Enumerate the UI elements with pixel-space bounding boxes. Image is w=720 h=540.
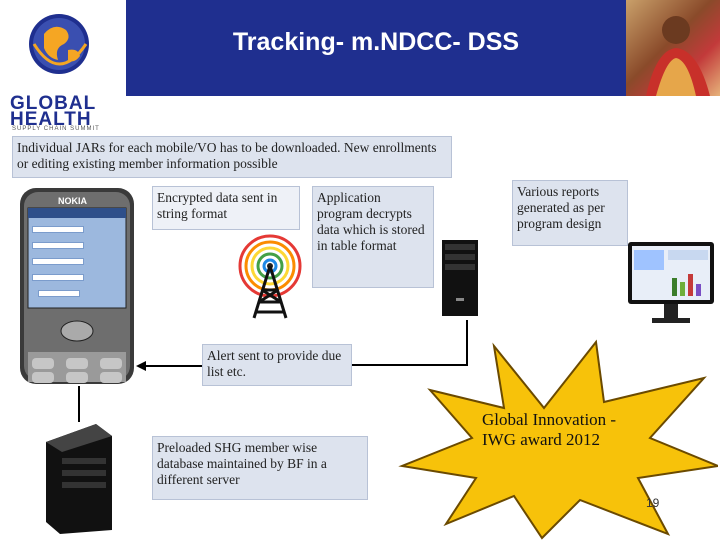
server-icon [440, 238, 480, 318]
keypad-key [100, 372, 122, 383]
woman-photo-icon [626, 0, 720, 96]
server-icon [40, 422, 116, 536]
keypad-key [100, 358, 122, 369]
screen-field [32, 226, 84, 233]
intro-text-box: Individual JARs for each mobile/VO has t… [12, 136, 452, 178]
screen-field [38, 290, 80, 297]
antenna-tower-icon [232, 232, 308, 320]
page-number: 19 [646, 496, 659, 510]
screen-field [32, 242, 84, 249]
logo-text: GLOBAL HEALTH [10, 96, 96, 128]
arrow-to-phone [136, 356, 206, 376]
logo-subtitle: SUPPLY CHAIN SUMMIT [12, 126, 100, 132]
screen-field [32, 274, 84, 281]
page-title: Tracking- m.NDCC- DSS [126, 28, 626, 57]
award-text: Global Innovation - IWG award 2012 [482, 410, 642, 450]
globe-logo-icon [24, 4, 94, 90]
encrypted-text-box: Encrypted data sent in string format [152, 186, 300, 230]
screen-field [32, 258, 84, 265]
alert-text-box: Alert sent to provide due list etc. [202, 344, 352, 386]
keypad-key [66, 358, 88, 369]
application-text-box: Application program decrypts data which … [312, 186, 434, 288]
keypad-key [32, 358, 54, 369]
phone-brand: NOKIA [58, 196, 87, 206]
reports-text-box: Various reports generated as per program… [512, 180, 628, 246]
preloaded-text-box: Preloaded SHG member wise database maint… [152, 436, 368, 500]
keypad-key [32, 372, 54, 383]
keypad-key [66, 372, 88, 383]
monitor-report-icon [624, 238, 718, 330]
mobile-phone-icon: NOKIA [18, 186, 136, 386]
connector-line [78, 386, 80, 422]
